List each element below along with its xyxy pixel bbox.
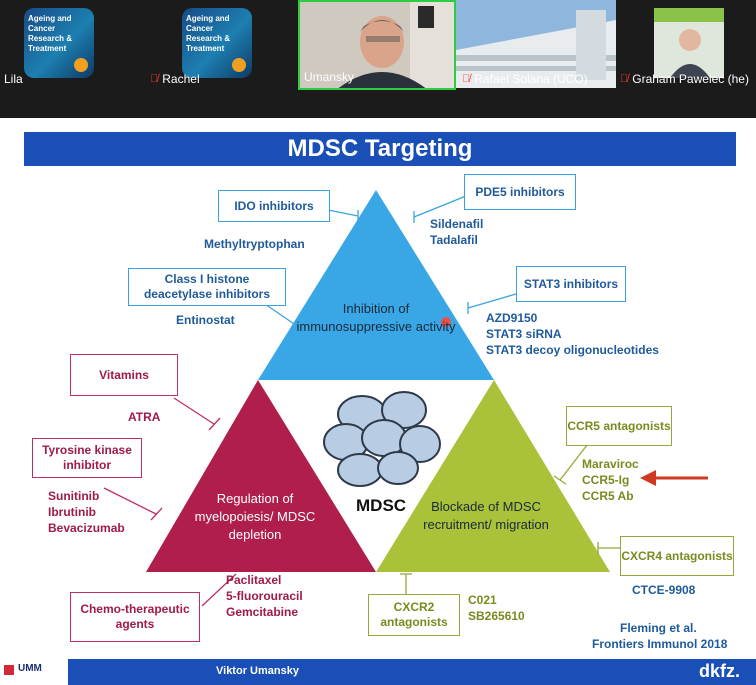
cxcr2-box: CXCR2 antagonists bbox=[368, 594, 460, 636]
stat3-box: STAT3 inhibitors bbox=[516, 266, 626, 302]
participant-name-text: Rachel bbox=[162, 72, 200, 86]
inhibition-lines-left bbox=[103, 397, 237, 607]
cxcr4-drug: CTCE-9908 bbox=[632, 583, 696, 597]
muted-mic-icon: 🎙̸ bbox=[620, 73, 629, 85]
pde5-box: PDE5 inhibitors bbox=[464, 174, 576, 210]
logo-text: UMM bbox=[18, 663, 42, 674]
speaker-video bbox=[300, 2, 454, 88]
participant-name-text: Umansky bbox=[304, 70, 355, 84]
slide-title: MDSC Targeting bbox=[24, 132, 736, 166]
participant-tile-umansky[interactable]: Umansky bbox=[298, 0, 456, 90]
top-triangle bbox=[258, 190, 494, 380]
left-triangle-label: Regulation of myelopoiesis/ MDSC depleti… bbox=[194, 491, 316, 542]
participant-tile-graham[interactable]: 🎙̸Graham Pawelec (he) bbox=[616, 0, 756, 90]
mdsc-label: MDSC bbox=[356, 496, 407, 515]
chemo-drug-3: Gemcitabine bbox=[226, 605, 299, 619]
cxcr2-drug-2: SB265610 bbox=[468, 609, 525, 623]
participant-tile-rachel[interactable]: Ageing and Cancer Research & Treatment 🎙… bbox=[150, 0, 300, 90]
participant-name: 🎙̸Rafael Solana (UCO) bbox=[462, 72, 588, 86]
slide-footer: UMM Viktor Umansky dkfz. bbox=[0, 659, 756, 685]
citation-line-2: Frontiers Immunol 2018 bbox=[592, 637, 728, 651]
tki-drug-3: Bevacizumab bbox=[48, 521, 125, 535]
chemo-drug-2: 5-fluorouracil bbox=[226, 589, 303, 603]
tki-drug-2: Ibrutinib bbox=[48, 505, 96, 519]
participant-video bbox=[456, 0, 616, 88]
participant-name-text: Lila bbox=[4, 72, 23, 86]
participant-video bbox=[654, 8, 724, 78]
thumbnail-text: Ageing and Cancer Research & Treatment bbox=[28, 14, 73, 53]
pde5-drug-1: Sildenafil bbox=[430, 217, 484, 231]
highlight-arrow-icon bbox=[640, 470, 708, 486]
hdac-box: Class I histone deacetylase inhibitors bbox=[128, 268, 286, 306]
pointer-dot-icon bbox=[441, 317, 451, 327]
participant-name-text: Graham Pawelec (he) bbox=[632, 72, 749, 86]
ccr5-box: CCR5 antagonists bbox=[566, 406, 672, 446]
participant-tile-lila[interactable]: Ageing and Cancer Research & Treatment L… bbox=[0, 0, 150, 90]
participant-name-text: Rafael Solana (UCO) bbox=[474, 72, 588, 86]
triangle-diagram bbox=[103, 190, 708, 607]
participant-name: 🎙̸Graham Pawelec (he) bbox=[620, 72, 749, 86]
right-triangle bbox=[376, 380, 610, 572]
cxcr4-box: CXCR4 antagonists bbox=[620, 536, 734, 576]
participant-thumbnail: Ageing and Cancer Research & Treatment bbox=[182, 8, 252, 78]
right-triangle-label: Blockade of MDSC recruitment/ migration bbox=[423, 499, 549, 532]
participant-thumbnail: Ageing and Cancer Research & Treatment bbox=[24, 8, 94, 78]
top-triangle-label: Inhibition of immunosuppressive activity bbox=[296, 301, 456, 334]
chemo-box: Chemo-therapeutic agents bbox=[70, 592, 200, 642]
mdsc-cells-icon bbox=[323, 391, 441, 487]
badge-icon bbox=[74, 58, 88, 72]
stat3-drug-3: STAT3 decoy oligonucleotides bbox=[486, 343, 659, 357]
participant-name: Umansky bbox=[304, 70, 354, 84]
vitamins-drug: ATRA bbox=[128, 410, 161, 424]
hdac-drug: Entinostat bbox=[176, 313, 235, 327]
tki-box: Tyrosine kinase inhibitor bbox=[32, 438, 142, 478]
pde5-drug-2: Tadalafil bbox=[430, 233, 478, 247]
participant-tile-rafael[interactable]: 🎙̸Rafael Solana (UCO) bbox=[456, 0, 616, 90]
vitamins-box: Vitamins bbox=[70, 354, 178, 396]
umm-logo: UMM bbox=[0, 659, 68, 685]
thumbnail-text: Ageing and Cancer Research & Treatment bbox=[186, 14, 231, 53]
participant-name: Lila bbox=[4, 72, 23, 86]
citation-line-1: Fleming et al. bbox=[620, 621, 697, 635]
ido-drug: Methyltryptophan bbox=[204, 237, 305, 251]
stat3-drug-1: AZD9150 bbox=[486, 311, 538, 325]
speaker-name: Viktor Umansky bbox=[216, 665, 299, 677]
stat3-drug-2: STAT3 siRNA bbox=[486, 327, 562, 341]
muted-mic-icon: 🎙̸ bbox=[462, 73, 471, 85]
participant-strip: Ageing and Cancer Research & Treatment L… bbox=[0, 0, 756, 90]
ccr5-drug-2: CCR5-Ig bbox=[582, 473, 630, 487]
ido-box: IDO inhibitors bbox=[218, 190, 330, 222]
cxcr2-drug-1: C021 bbox=[468, 593, 497, 607]
muted-mic-icon: 🎙̸ bbox=[150, 73, 159, 85]
shared-slide: MDSC Targeting bbox=[0, 118, 756, 685]
tki-drug-1: Sunitinib bbox=[48, 489, 100, 503]
dkfz-logo: dkfz. bbox=[698, 661, 740, 681]
left-triangle bbox=[146, 380, 376, 572]
ccr5-drug-1: Maraviroc bbox=[582, 457, 639, 471]
participant-name: 🎙̸Rachel bbox=[150, 72, 200, 86]
ccr5-drug-3: CCR5 Ab bbox=[582, 489, 634, 503]
chemo-drug-1: Paclitaxel bbox=[226, 573, 282, 587]
badge-icon bbox=[232, 58, 246, 72]
logo-mark-icon bbox=[4, 665, 14, 675]
